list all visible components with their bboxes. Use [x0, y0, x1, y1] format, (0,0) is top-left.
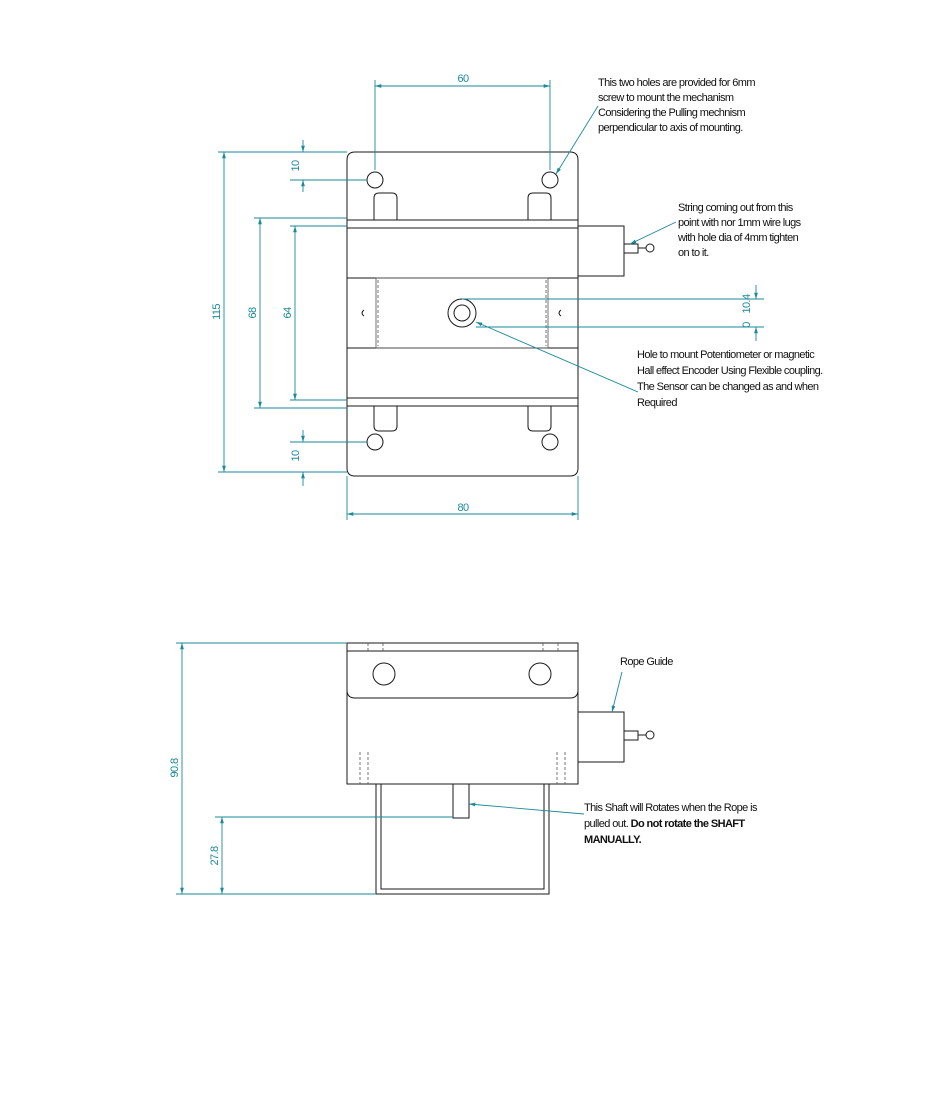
screw-right-icon [558, 309, 562, 317]
upper-right-tab [527, 192, 552, 220]
lower-left-tab [373, 406, 398, 432]
lower-right-tab [527, 406, 552, 432]
top-view: 60 10 115 68 64 10.4 0 10 [211, 73, 825, 520]
dim-inner-slot: 64 [282, 307, 294, 319]
side-top-plate [346, 642, 579, 652]
note-rope-guide: Rope Guide [620, 656, 673, 668]
top-view-plate [346, 151, 579, 477]
dim-side-lower-height: 27.8 [209, 846, 221, 865]
side-hole-left [372, 662, 396, 686]
mount-hole-top-left [366, 171, 384, 189]
dim-outer-slot: 68 [247, 307, 259, 319]
mount-hole-top-right [541, 171, 559, 189]
side-body [346, 651, 579, 785]
dim-hole-spacing: 60 [457, 73, 469, 85]
note-sensor-hole: Hole to mount Potentiometer or magnetic … [637, 349, 825, 409]
dim-top-hole-offset: 10 [290, 160, 302, 172]
dim-bottom-hole-offset: 10 [290, 450, 302, 462]
dim-side-overall-height: 90.8 [169, 758, 181, 777]
dim-overall-width: 80 [457, 502, 469, 514]
side-rope-guide [577, 711, 625, 763]
mount-hole-bottom-left [366, 433, 384, 451]
screw-left-icon [361, 309, 365, 317]
side-hole-right [528, 662, 552, 686]
lower-band [346, 397, 579, 407]
rope-lug-eye [645, 243, 655, 253]
side-rope-lug-eye [645, 730, 655, 740]
side-shaft [452, 783, 470, 819]
lower-crossbar [346, 347, 579, 399]
dim-center-zero: 0 [741, 322, 753, 328]
dim-overall-height: 115 [211, 304, 223, 320]
note-string-exit: String coming out from this point with n… [677, 202, 803, 259]
rope-lug-stem [623, 243, 639, 254]
note-shaft: This Shaft will Rotates when the Rope is… [584, 802, 759, 846]
side-view: 90.8 27.8 Rope Guide This Shaft will Rot… [169, 642, 759, 895]
dim-center-offset: 10.4 [741, 294, 753, 313]
upper-left-tab [373, 192, 398, 220]
sensor-hole-inner [453, 304, 471, 322]
mount-hole-bottom-right [541, 433, 559, 451]
center-channel [375, 277, 549, 349]
sensor-hole-outer [447, 298, 477, 328]
rope-guide-housing [577, 225, 625, 277]
upper-crossbar [346, 227, 579, 279]
side-lower-housing [375, 784, 550, 895]
upper-band [346, 219, 579, 229]
note-mount-holes: This two holes are provided for 6mm scre… [598, 77, 757, 134]
side-rope-lug [623, 730, 639, 741]
